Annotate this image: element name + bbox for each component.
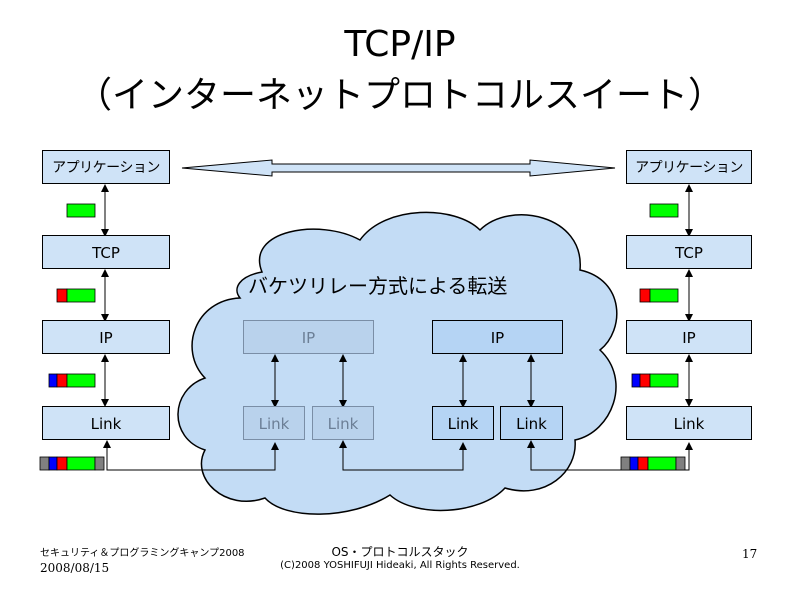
- packet-segment-tcp: [639, 288, 651, 303]
- packet-app-left: [66, 203, 96, 218]
- left-ip-layer: IP: [42, 320, 170, 354]
- packet-tcp-right: [639, 288, 679, 303]
- packet-segment-ip: [48, 456, 58, 471]
- packet-segment-ip: [631, 373, 641, 388]
- right-link-layer: Link: [626, 406, 752, 440]
- right-ip-layer: IP: [626, 320, 752, 354]
- packet-segment-data: [649, 203, 679, 218]
- packet-segment-data: [649, 373, 679, 388]
- footer-copyright: (C)2008 YOSHIFUJI Hideaki, All Rights Re…: [280, 560, 520, 571]
- packet-segment-data: [66, 456, 96, 471]
- peer-arrow: [181, 159, 616, 177]
- page-number: 17: [742, 547, 758, 561]
- packet-segment-data: [66, 203, 96, 218]
- packet-segment-ip: [48, 373, 58, 388]
- packet-segment-tcp: [56, 456, 68, 471]
- packet-segment-link: [620, 456, 631, 471]
- wire-host-router1: [103, 440, 279, 471]
- packet-ip-right: [631, 373, 679, 388]
- packet-ip-left: [48, 373, 96, 388]
- footer-center: OS・プロトコルスタック (C)2008 YOSHIFUJI Hideaki, …: [200, 545, 600, 572]
- cloud-label: バケツリレー方式による転送: [248, 274, 508, 298]
- packet-segment-tcp: [56, 373, 68, 388]
- packet-segment-link: [39, 456, 50, 471]
- left-link-layer: Link: [42, 406, 170, 440]
- packet-app-right: [649, 203, 679, 218]
- wire-router2-host: [527, 440, 693, 471]
- network-cloud: [177, 211, 618, 515]
- packet-segment-link: [94, 456, 105, 471]
- packet-link-right: [620, 456, 686, 471]
- packet-segment-tcp: [637, 456, 649, 471]
- packet-tcp-left: [56, 288, 96, 303]
- packet-segment-tcp: [639, 373, 651, 388]
- packet-segment-data: [66, 288, 96, 303]
- footer-left: セキュリティ＆プログラミングキャンプ2008 2008/08/15: [40, 547, 245, 576]
- slide-subtitle: （インターネットプロトコルスイート）: [75, 75, 724, 116]
- packet-segment-data: [66, 373, 96, 388]
- footer-event: セキュリティ＆プログラミングキャンプ2008: [40, 548, 245, 559]
- slide-title: TCP/IP: [344, 24, 456, 65]
- left-tcp-layer: TCP: [42, 235, 170, 269]
- packet-link-left: [39, 456, 105, 471]
- packet-segment-ip: [629, 456, 639, 471]
- router2-link-a: Link: [432, 406, 494, 440]
- packet-segment-data: [649, 288, 679, 303]
- wire-router1-router2: [339, 440, 467, 471]
- router1-link-a: Link: [243, 406, 305, 440]
- left-app-layer: アプリケーション: [42, 150, 170, 184]
- footer-date: 2008/08/15: [40, 561, 110, 575]
- router2-link-b: Link: [500, 406, 563, 440]
- router1-link-b: Link: [312, 406, 374, 440]
- footer-subject: OS・プロトコルスタック: [331, 545, 469, 559]
- packet-segment-data: [647, 456, 677, 471]
- router2-ip-layer: IP: [432, 320, 563, 354]
- right-app-layer: アプリケーション: [626, 150, 752, 184]
- right-tcp-layer: TCP: [626, 235, 752, 269]
- packet-segment-tcp: [56, 288, 68, 303]
- router1-ip-layer: IP: [243, 320, 374, 354]
- packet-segment-link: [675, 456, 686, 471]
